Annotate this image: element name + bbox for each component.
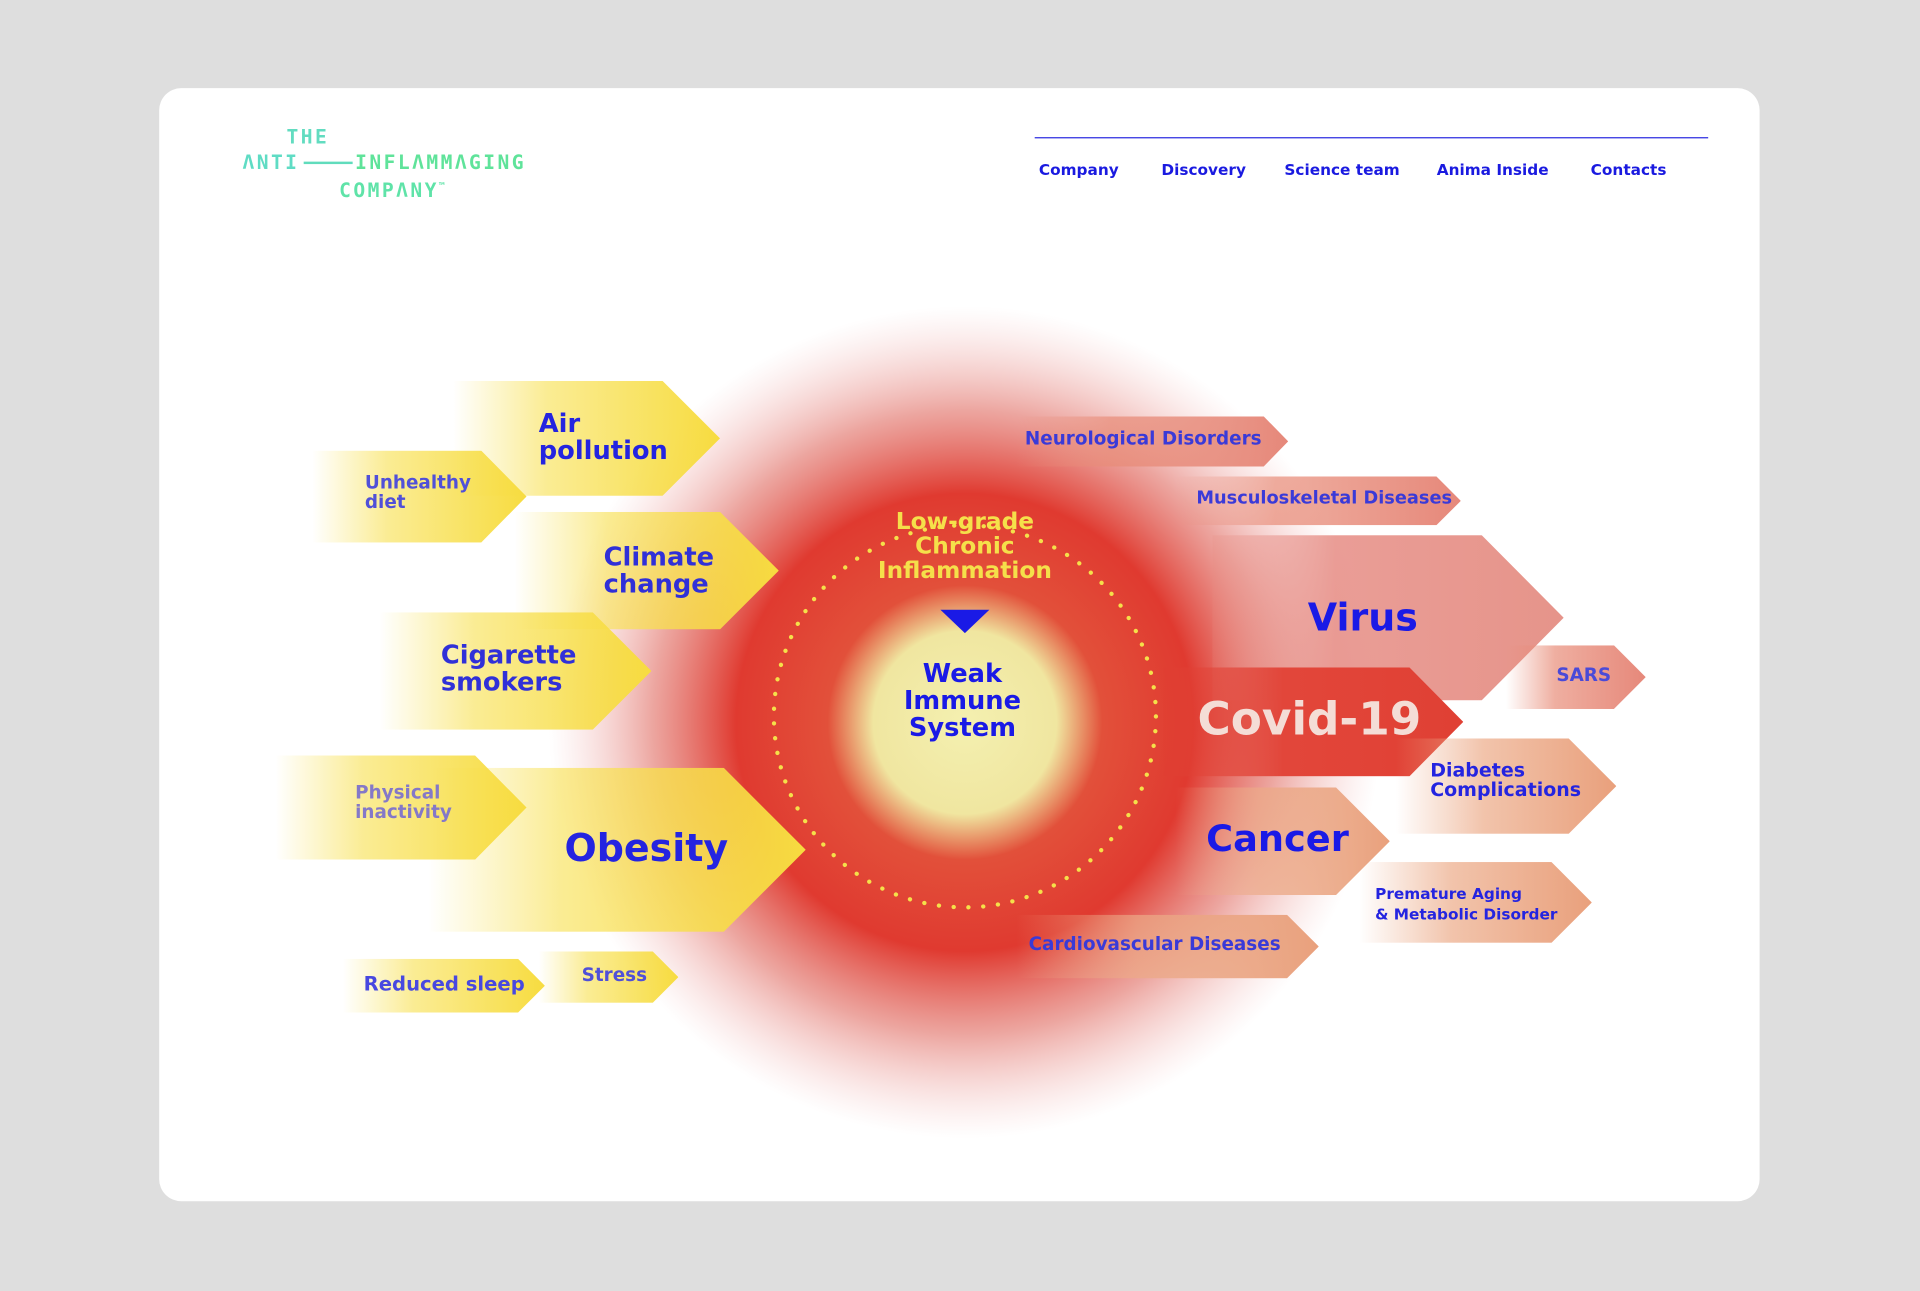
low-grade-inflammation-label: Low-grade Chronic Inflammation [877, 508, 1052, 584]
logo-dash [303, 161, 353, 165]
cause-stress: Stress [539, 951, 679, 1002]
nav-company[interactable]: Company [1038, 160, 1119, 179]
effect-sars: SARS [1506, 645, 1646, 709]
cause-unhealthy-diet: Unhealthy diet [312, 451, 526, 543]
effect-cardiovascular-diseases: Cardiovascular Diseases [1016, 915, 1318, 979]
effect-diabetes-complications: Diabetes Complications [1396, 738, 1616, 834]
logo-text: INFLΛMMΛGING [355, 150, 527, 174]
nav-anima-inside[interactable]: Anima Inside [1436, 160, 1549, 179]
nav-science-team[interactable]: Science team [1284, 160, 1400, 179]
effect-neurological-disorders: Neurological Disorders [1016, 416, 1288, 466]
cause-cigarette-smokers: Cigarette smokers [380, 612, 652, 730]
cause-reduced-sleep: Reduced sleep [343, 959, 545, 1013]
weak-immune-system-label: Weak Immune System [903, 658, 1022, 743]
effect-musculoskeletal-diseases: Musculoskeletal Diseases [1176, 476, 1461, 525]
nav-discovery[interactable]: Discovery [1161, 160, 1246, 179]
nav-divider [1034, 137, 1709, 139]
logo-text: ΛNTI [242, 150, 300, 174]
logo-text: THE [286, 124, 330, 149]
effect-covid-19: Covid-19 [1163, 667, 1463, 776]
cause-climate-change: Climate change [514, 512, 778, 630]
logo-text: COMPΛNY™ [339, 178, 448, 203]
nav-contacts[interactable]: Contacts [1590, 160, 1667, 179]
company-logo[interactable]: THE ΛNTI INFLΛMMΛGING COMPΛNY™ [242, 124, 560, 203]
cause-physical-inactivity: Physical inactivity [276, 756, 527, 860]
effect-premature-aging: Premature Aging & Metabolic Disorder [1359, 862, 1592, 943]
